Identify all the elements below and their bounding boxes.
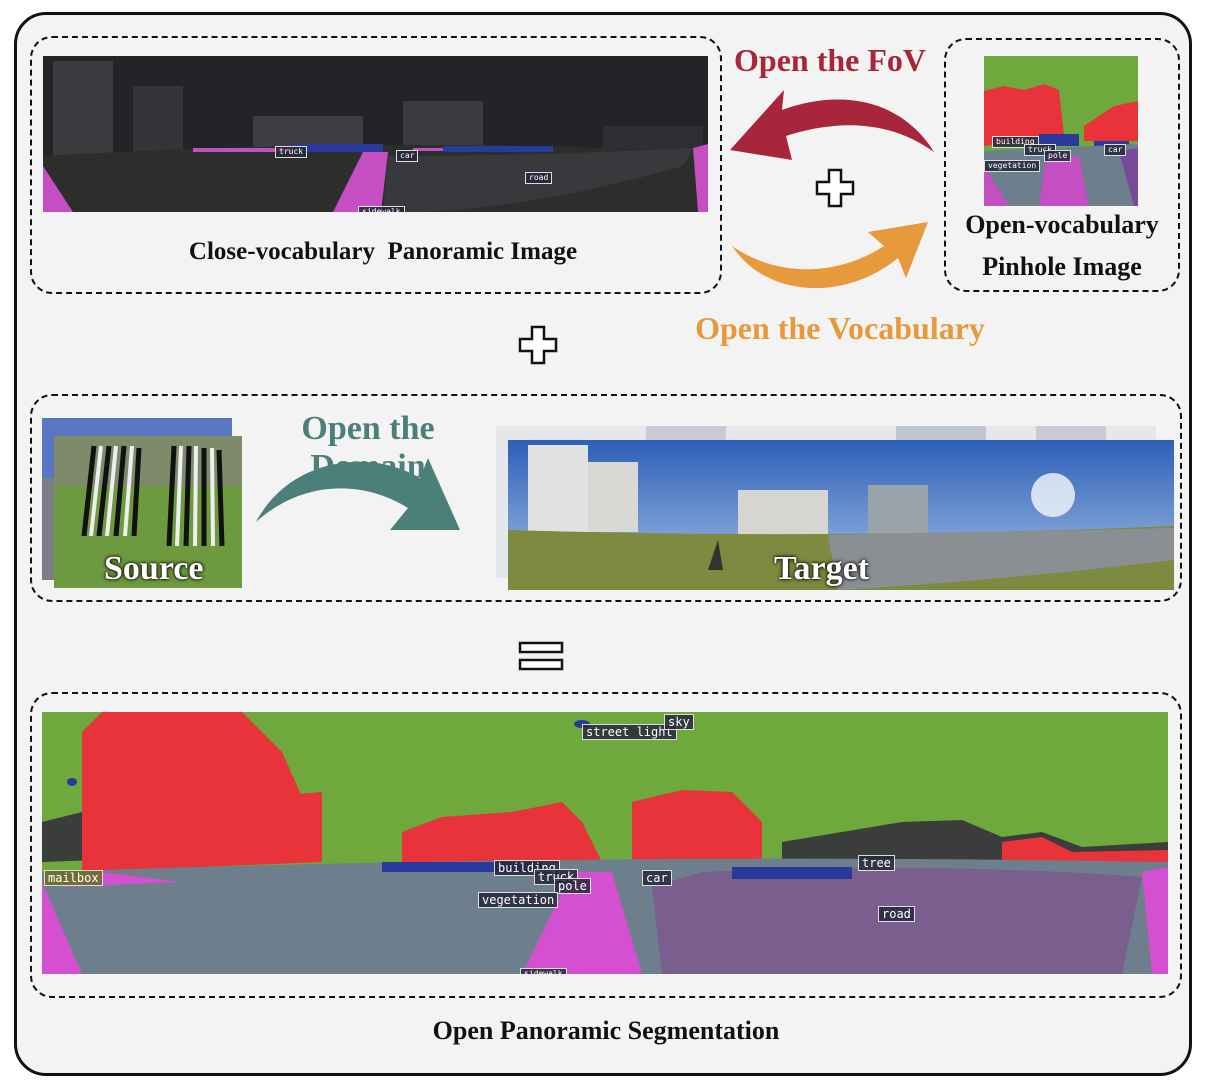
seg-label-street-light: street light (582, 724, 677, 740)
target-image: Target (508, 440, 1174, 590)
fov-arrow-label: Open the FoV (734, 42, 926, 78)
plus-icon (815, 168, 855, 208)
seg-label-pole: pole (554, 878, 591, 894)
equals-icon (518, 641, 564, 671)
panorama-label-road: road (525, 172, 553, 184)
source-zebra-drawing (54, 436, 242, 588)
vocab-arrow (732, 222, 928, 289)
panorama-label-sidewalk: sidewalk (358, 206, 405, 212)
domain-panel (30, 394, 1182, 602)
source-image: Source (54, 436, 242, 588)
pinhole-label-car: car (1104, 144, 1127, 156)
pinhole-caption-line2: Pinhole Image (982, 252, 1142, 281)
domain-arrow (256, 458, 460, 530)
panorama-label-truck: truck (275, 146, 308, 158)
pinhole-label-vegetation: vegetation (984, 160, 1041, 172)
segmentation-drawing (42, 712, 1168, 974)
seg-label-vegetation: vegetation (478, 892, 559, 908)
seg-label-sidewalk: sidewalk (520, 968, 567, 974)
seg-label-road: road (878, 906, 915, 922)
panorama-panel (30, 36, 722, 294)
fov-arrow (730, 90, 934, 160)
panorama-scene-drawing (43, 56, 708, 212)
close-vocab-panorama-image: truck car road sidewalk (43, 56, 708, 212)
vocab-arrow-label: Open the Vocabulary (695, 310, 985, 346)
seg-label-car: car (642, 870, 672, 886)
source-label: Source (104, 550, 204, 587)
panorama-caption: Close-vocabulary Panoramic Image (188, 238, 578, 265)
pinhole-label-pole: pole (1044, 150, 1072, 162)
seg-label-tree: tree (858, 855, 895, 871)
pinhole-caption-line1: Open-vocabulary (965, 210, 1159, 239)
segmentation-caption: Open Panoramic Segmentation (432, 1016, 780, 1045)
open-panoramic-segmentation-image: street light sky mailbox building truck … (42, 712, 1168, 974)
target-label: Target (774, 550, 870, 587)
seg-label-mailbox: mailbox (44, 870, 103, 886)
segmentation-panel (30, 692, 1182, 998)
panorama-label-car: car (396, 150, 419, 162)
target-panorama-drawing (508, 440, 1174, 590)
plus-icon (518, 325, 558, 365)
open-vocab-pinhole-image: building truck pole car vegetation (984, 56, 1138, 206)
pinhole-scene-drawing (984, 56, 1138, 206)
seg-label-sky: sky (664, 714, 694, 730)
pinhole-panel (944, 38, 1180, 292)
